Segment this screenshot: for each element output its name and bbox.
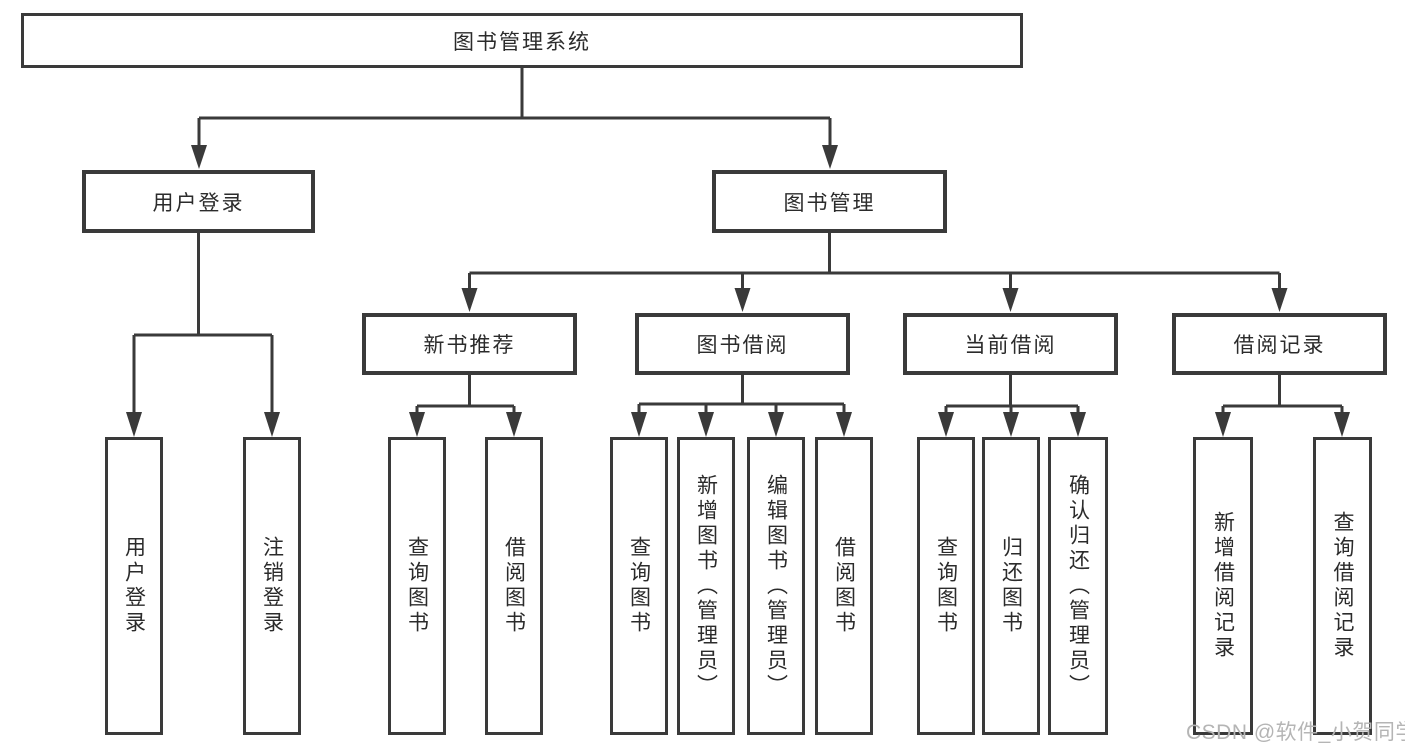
leaf-borrow-book: 借阅图书 [815, 437, 873, 735]
leaf-borrow-book-label: 借阅图书 [832, 536, 856, 636]
connector-bookborrow-to-leaves [637, 375, 846, 414]
arrowhead [938, 412, 954, 437]
arrowhead [698, 412, 714, 437]
leaf-logout-label: 注销登录 [260, 536, 284, 636]
arrowhead [822, 145, 838, 169]
leaf-query-book-newbook: 查询图书 [388, 437, 446, 735]
leaf-confirm-return-admin-label: 确认归还（管理员） [1066, 473, 1090, 699]
leaf-query-borrow-record: 查询借阅记录 [1313, 437, 1372, 735]
node-borrow-record-label: 借阅记录 [1233, 334, 1326, 357]
node-user-login-label: 用户登录 [152, 191, 245, 215]
connector-bookmgmt-to-level3 [468, 233, 1281, 289]
leaf-confirm-return-admin: 确认归还（管理员） [1048, 437, 1108, 735]
leaf-edit-book-admin-label: 编辑图书（管理员） [764, 473, 788, 699]
leaf-borrow-book-newbook: 借阅图书 [485, 437, 543, 735]
leaf-query-book-borrow-label: 查询图书 [627, 536, 651, 636]
leaf-user-login-label: 用户登录 [122, 536, 146, 636]
arrowhead [1334, 412, 1350, 437]
arrowhead [409, 412, 425, 437]
connector-userlogin-to-leaves [132, 233, 274, 414]
arrowhead [1003, 412, 1019, 437]
connector-borrowrecord-to-leaves [1221, 375, 1344, 414]
connector-newbook-to-leaves [415, 375, 516, 414]
node-user-login: 用户登录 [82, 170, 315, 233]
node-current-borrow: 当前借阅 [903, 313, 1118, 375]
leaf-return-book-label: 归还图书 [999, 536, 1023, 636]
arrowhead [506, 412, 522, 437]
arrowhead [126, 412, 142, 437]
arrowhead [264, 412, 280, 437]
node-new-book-recommend-label: 新书推荐 [423, 334, 516, 357]
connector-currentborrow-to-leaves [944, 375, 1080, 414]
arrowhead [734, 288, 751, 312]
leaf-add-borrow-record: 新增借阅记录 [1193, 437, 1253, 735]
leaf-query-book-current-label: 查询图书 [934, 536, 958, 636]
node-book-borrow-label: 图书借阅 [696, 334, 789, 357]
arrowhead [631, 412, 647, 437]
csdn-watermark: CSDN @软件_小贺同学 [1186, 721, 1405, 744]
arrowhead [1271, 288, 1288, 312]
leaf-query-borrow-record-label: 查询借阅记录 [1331, 511, 1355, 661]
arrowhead [461, 288, 478, 312]
node-book-management: 图书管理 [712, 170, 947, 233]
arrowhead [1002, 288, 1019, 312]
leaf-add-book-admin: 新增图书（管理员） [677, 437, 735, 735]
leaf-query-book-newbook-label: 查询图书 [405, 536, 429, 636]
node-current-borrow-label: 当前借阅 [964, 334, 1057, 357]
node-book-management-label: 图书管理 [783, 191, 876, 215]
leaf-query-book-current: 查询图书 [917, 437, 975, 735]
node-root-label: 图书管理系统 [453, 30, 591, 54]
leaf-query-book-borrow: 查询图书 [610, 437, 668, 735]
arrowhead [1070, 412, 1086, 437]
leaf-borrow-book-newbook-label: 借阅图书 [502, 536, 526, 636]
leaf-return-book: 归还图书 [982, 437, 1040, 735]
node-new-book-recommend: 新书推荐 [362, 313, 577, 375]
node-root: 图书管理系统 [21, 13, 1023, 68]
node-book-borrow: 图书借阅 [635, 313, 850, 375]
leaf-logout: 注销登录 [243, 437, 301, 735]
leaf-edit-book-admin: 编辑图书（管理员） [747, 437, 805, 735]
arrowhead [768, 412, 784, 437]
leaf-add-book-admin-label: 新增图书（管理员） [694, 473, 718, 699]
leaf-add-borrow-record-label: 新增借阅记录 [1211, 511, 1235, 661]
arrowhead [191, 145, 207, 169]
leaf-user-login: 用户登录 [105, 437, 163, 735]
node-borrow-record: 借阅记录 [1172, 313, 1387, 375]
connector-root-to-level2 [197, 68, 832, 146]
arrowhead [836, 412, 852, 437]
arrowhead [1215, 412, 1231, 437]
